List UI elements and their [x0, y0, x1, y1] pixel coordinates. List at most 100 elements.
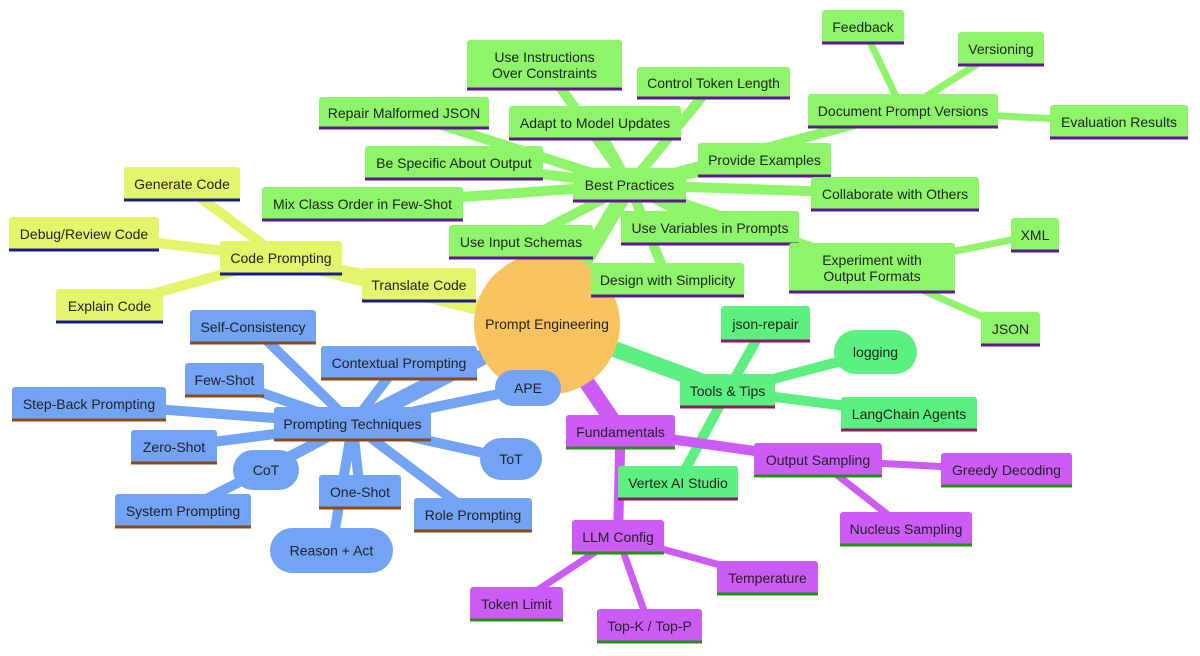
node-debug-review-code[interactable]: Debug/Review Code	[9, 217, 159, 252]
node-mix-class-order-in-few-shot-shape	[262, 187, 463, 221]
node-langchain-agents[interactable]: LangChain Agents	[841, 397, 977, 432]
node-xml[interactable]: XML	[1011, 218, 1059, 253]
node-logging-shape	[834, 330, 917, 374]
node-temperature[interactable]: Temperature	[717, 561, 818, 596]
nodes: Prompt Engineering Best Practices Use Inst…	[9, 10, 1188, 644]
node-generate-code[interactable]: Generate Code	[124, 167, 240, 202]
node-collaborate-with-others[interactable]: Collaborate with Others	[811, 177, 979, 212]
node-translate-code[interactable]: Translate Code	[362, 268, 476, 303]
node-few-shot-shape	[185, 363, 264, 397]
node-output-sampling[interactable]: Output Sampling	[754, 443, 882, 478]
node-few-shot-label: Few-Shot	[195, 372, 255, 388]
node-vertex-ai-studio[interactable]: Vertex AI Studio	[618, 466, 738, 501]
branch-code-prompting[interactable]: Code Prompting	[220, 241, 342, 276]
node-output-sampling-shape	[754, 443, 882, 477]
node-document-prompt-versions[interactable]: Document Prompt Versions	[808, 94, 998, 129]
node-zero-shot-shape	[131, 430, 217, 464]
node-ape[interactable]: APE	[495, 370, 561, 406]
node-adapt-to-model-updates-shape	[509, 106, 681, 140]
node-token-limit[interactable]: Token Limit	[470, 587, 563, 622]
branch-fundamentals-label: Fundamentals	[576, 424, 665, 440]
branch-fundamentals[interactable]: Fundamentals	[566, 415, 675, 450]
node-use-input-schemas[interactable]: Use Input Schemas	[449, 225, 593, 260]
node-greedy-decoding-shape	[941, 453, 1072, 487]
node-top-k-top-p[interactable]: Top-K / Top-P	[597, 609, 702, 644]
node-mix-class-order-in-few-shot[interactable]: Mix Class Order in Few-Shot	[262, 187, 463, 222]
node-feedback-label: Feedback	[832, 19, 894, 35]
node-contextual-prompting-label: Contextual Prompting	[332, 355, 467, 371]
node-adapt-to-model-updates[interactable]: Adapt to Model Updates	[509, 106, 681, 141]
node-zero-shot[interactable]: Zero-Shot	[131, 430, 217, 465]
node-provide-examples[interactable]: Provide Examples	[698, 143, 831, 178]
node-cot[interactable]: CoT	[233, 450, 299, 490]
branch-code-prompting-shape	[220, 241, 342, 275]
node-reason-plus-act[interactable]: Reason + Act	[270, 528, 393, 573]
node-generate-code-label: Generate Code	[134, 176, 230, 192]
node-nucleus-sampling[interactable]: Nucleus Sampling	[840, 512, 972, 547]
node-evaluation-results[interactable]: Evaluation Results	[1050, 105, 1188, 140]
node-design-with-simplicity-shape	[591, 263, 744, 297]
node-cot-shape	[233, 450, 299, 490]
node-json-label: JSON	[992, 321, 1029, 337]
branch-best-practices[interactable]: Best Practices	[573, 168, 686, 203]
node-vertex-ai-studio-label: Vertex AI Studio	[628, 475, 728, 491]
node-one-shot[interactable]: One-Shot	[319, 475, 401, 510]
node-tot-shape	[480, 438, 542, 480]
node-ape-label: APE	[514, 380, 542, 396]
node-control-token-length[interactable]: Control Token Length	[637, 67, 790, 100]
node-tot-label: ToT	[499, 451, 523, 467]
node-output-sampling-label: Output Sampling	[766, 452, 870, 468]
node-greedy-decoding[interactable]: Greedy Decoding	[941, 453, 1072, 488]
node-self-consistency-shape	[190, 310, 316, 344]
branch-tools-tips-shape	[680, 374, 775, 408]
node-greedy-decoding-label: Greedy Decoding	[952, 462, 1061, 478]
branch-prompting-techniques-label: Prompting Techniques	[283, 416, 421, 432]
node-provide-examples-label: Provide Examples	[708, 152, 821, 168]
node-translate-code-label: Translate Code	[371, 277, 466, 293]
node-llm-config[interactable]: LLM Config	[572, 520, 664, 555]
node-system-prompting[interactable]: System Prompting	[115, 494, 251, 529]
node-step-back-prompting[interactable]: Step-Back Prompting	[12, 387, 166, 422]
node-versioning[interactable]: Versioning	[958, 32, 1044, 67]
node-zero-shot-label: Zero-Shot	[143, 439, 205, 455]
root-node[interactable]: Prompt Engineering	[474, 253, 620, 395]
node-feedback[interactable]: Feedback	[822, 10, 904, 45]
node-debug-review-code-label: Debug/Review Code	[20, 226, 149, 242]
node-few-shot[interactable]: Few-Shot	[185, 363, 264, 398]
node-nucleus-sampling-shape	[840, 512, 972, 546]
branch-tools-tips[interactable]: Tools & Tips	[680, 374, 775, 409]
node-use-input-schemas-shape	[449, 225, 593, 259]
node-provide-examples-shape	[698, 143, 831, 177]
node-document-prompt-versions-shape	[808, 94, 998, 128]
node-tot[interactable]: ToT	[480, 438, 542, 480]
node-design-with-simplicity[interactable]: Design with Simplicity	[591, 263, 744, 298]
node-role-prompting-label: Role Prompting	[425, 507, 522, 523]
branch-prompting-techniques[interactable]: Prompting Techniques	[274, 407, 431, 442]
node-control-token-length-shape	[637, 67, 790, 99]
node-json[interactable]: JSON	[981, 312, 1040, 347]
node-repair-malformed-json[interactable]: Repair Malformed JSON	[319, 97, 489, 130]
node-logging-label: logging	[853, 344, 898, 360]
node-contextual-prompting[interactable]: Contextual Prompting	[321, 346, 477, 381]
node-use-variables-in-prompts[interactable]: Use Variables in Prompts	[621, 211, 799, 246]
branch-fundamentals-shape	[566, 415, 675, 449]
node-logging[interactable]: logging	[834, 330, 917, 374]
node-json-repair[interactable]: json-repair	[721, 306, 810, 343]
root-node-label: Prompt Engineering	[485, 316, 609, 332]
branch-code-prompting-label: Code Prompting	[230, 250, 331, 266]
node-self-consistency[interactable]: Self-Consistency	[190, 310, 316, 345]
node-explain-code[interactable]: Explain Code	[56, 289, 163, 324]
node-token-limit-shape	[470, 587, 563, 621]
node-use-variables-in-prompts-label: Use Variables in Prompts	[632, 220, 789, 236]
node-role-prompting[interactable]: Role Prompting	[414, 498, 532, 533]
node-feedback-shape	[822, 10, 904, 44]
node-be-specific-about-output[interactable]: Be Specific About Output	[365, 146, 543, 181]
node-langchain-agents-label: LangChain Agents	[852, 406, 966, 422]
node-system-prompting-shape	[115, 494, 251, 528]
node-token-limit-label: Token Limit	[481, 596, 552, 612]
node-contextual-prompting-shape	[321, 346, 477, 380]
